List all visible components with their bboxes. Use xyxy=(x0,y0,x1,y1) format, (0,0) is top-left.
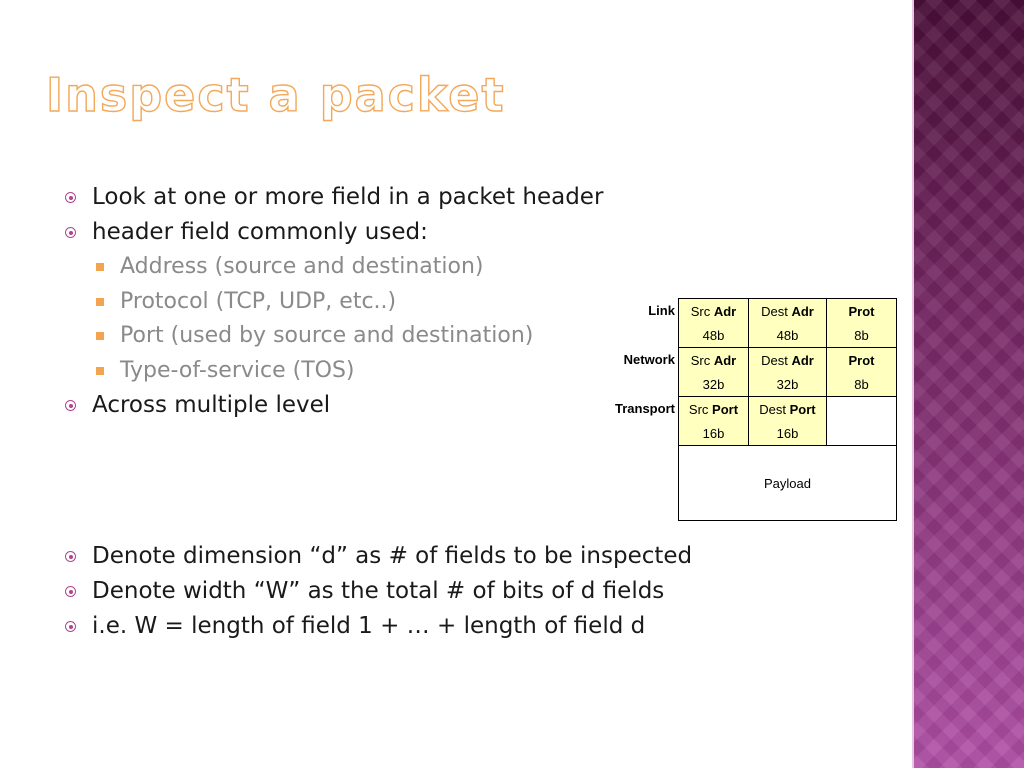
bullet-item: Denote width “W” as the total # of bits … xyxy=(62,574,692,609)
layer-label-network: Network xyxy=(623,352,675,368)
layer-label-transport: Transport xyxy=(615,401,675,417)
square-bullet-icon xyxy=(96,332,104,340)
bullet-list-bottom: Denote dimension “d” as # of fields to b… xyxy=(62,539,692,644)
bullet-text: Across multiple level xyxy=(92,392,331,418)
square-bullet-icon xyxy=(96,297,104,306)
circle-bullet-icon xyxy=(65,227,76,238)
circle-bullet-icon xyxy=(65,586,76,597)
sub-bullet-text: Port (used by source and destination) xyxy=(120,323,534,348)
network-src-field: Src Adr xyxy=(677,347,749,372)
sub-bullet-item: Protocol (TCP, UDP, etc..) xyxy=(62,285,603,320)
sub-bullet-item: Port (used by source and destination) xyxy=(62,319,603,354)
link-src-bits: 48b xyxy=(677,323,749,348)
bullet-text: Look at one or more field in a packet he… xyxy=(92,184,604,210)
link-src-field: Src Adr xyxy=(677,298,749,323)
table-row-link: Link Src Adr Dest Adr Prot xyxy=(612,298,897,323)
bullet-text: Denote dimension “d” as # of fields to b… xyxy=(92,543,693,569)
bullet-item: i.e. W = length of field 1 + … + length … xyxy=(62,609,692,644)
table-row-link-bits: 48b 48b 8b xyxy=(612,323,897,348)
link-dest-bits: 48b xyxy=(747,323,827,348)
bullet-text: i.e. W = length of field 1 + … + length … xyxy=(92,613,646,639)
sub-bullet-text: Protocol (TCP, UDP, etc..) xyxy=(120,288,397,314)
transport-src-field: Src Port xyxy=(677,396,749,421)
transport-dest-field: Dest Port xyxy=(747,396,827,421)
sidebar-edge-line xyxy=(912,0,914,768)
link-prot-bits: 8b xyxy=(825,323,897,348)
layer-label-link: Link xyxy=(648,303,675,319)
circle-bullet-icon xyxy=(65,621,76,632)
link-prot-field: Prot xyxy=(825,298,897,323)
network-prot-bits: 8b xyxy=(825,372,897,397)
table-row-network: Network Src Adr Dest Adr Prot xyxy=(612,347,897,372)
transport-src-bits: 16b xyxy=(677,421,749,446)
network-dest-field: Dest Adr xyxy=(747,347,827,372)
table-row-network-bits: 32b 32b 8b xyxy=(612,372,897,397)
transport-empty-cell-2 xyxy=(825,421,897,446)
network-dest-bits: 32b xyxy=(747,372,827,397)
circle-bullet-icon xyxy=(65,192,76,203)
decorative-sidebar xyxy=(912,0,1024,768)
payload-cell: Payload xyxy=(677,445,897,521)
sub-bullet-item: Type-of-service (TOS) xyxy=(62,354,603,389)
table-row-transport: Transport Src Port Dest Port xyxy=(612,396,897,421)
slide-title: Inspect a packet xyxy=(45,68,506,122)
bullet-list-top: Look at one or more field in a packet he… xyxy=(62,180,603,423)
circle-bullet-icon xyxy=(65,400,76,411)
sub-bullet-item: Address (source and destination) xyxy=(62,250,603,285)
bullet-item: Across multiple level xyxy=(62,388,603,423)
sub-bullet-text: Address (source and destination) xyxy=(120,254,484,279)
packet-header-table: Link Src Adr Dest Adr Prot 48b 48b 8b Ne… xyxy=(612,298,897,521)
square-bullet-icon xyxy=(96,263,104,271)
link-dest-field: Dest Adr xyxy=(747,298,827,323)
transport-empty-cell xyxy=(825,396,897,421)
bullet-text: Denote width “W” as the total # of bits … xyxy=(92,578,665,604)
network-prot-field: Prot xyxy=(825,347,897,372)
bullet-item: header field commonly used: xyxy=(62,215,603,250)
square-bullet-icon xyxy=(96,366,104,375)
table-row-payload: Payload xyxy=(612,445,897,521)
sub-bullet-text: Type-of-service (TOS) xyxy=(120,357,355,383)
bullet-item: Look at one or more field in a packet he… xyxy=(62,180,603,215)
circle-bullet-icon xyxy=(65,551,76,562)
bullet-item: Denote dimension “d” as # of fields to b… xyxy=(62,539,692,574)
table-row-transport-bits: 16b 16b xyxy=(612,421,897,446)
network-src-bits: 32b xyxy=(677,372,749,397)
transport-dest-bits: 16b xyxy=(747,421,827,446)
bullet-text: header field commonly used: xyxy=(92,219,428,245)
